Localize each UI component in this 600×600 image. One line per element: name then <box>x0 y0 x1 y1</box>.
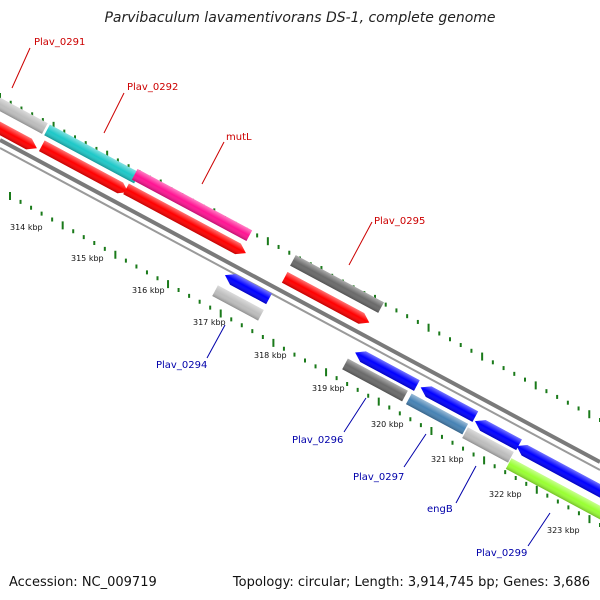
cds-plav-0295[interactable] <box>281 272 372 328</box>
tick-label-318: 318 kbp <box>254 351 287 360</box>
gene-plav-0295[interactable] <box>290 255 384 313</box>
leader-line-mutl <box>201 141 225 185</box>
cds-plav-0292[interactable] <box>38 140 131 198</box>
leader-line-plav-0292 <box>103 92 125 134</box>
cds-plav-0291-shade <box>0 118 37 150</box>
gene-label-plav-0299[interactable]: Plav_0299 <box>476 548 527 559</box>
cds-plav-0297-shade <box>420 386 479 422</box>
gene-label-plav-0294[interactable]: Plav_0294 <box>156 360 207 371</box>
gene-plav-0294[interactable] <box>212 285 264 321</box>
gene-features <box>0 90 600 522</box>
leader-line-plav-0299 <box>527 512 551 547</box>
cds-engb[interactable] <box>472 416 522 451</box>
gene-label-plav-0291[interactable]: Plav_0291 <box>34 37 85 48</box>
gene-label-plav-0296[interactable]: Plav_0296 <box>292 435 343 446</box>
genome-backbone <box>0 138 600 471</box>
cds-plav-0297[interactable] <box>418 382 479 422</box>
tick-label-322: 322 kbp <box>489 490 522 499</box>
tick-label-319: 319 kbp <box>312 384 345 393</box>
tick-label-317: 317 kbp <box>193 318 226 327</box>
leader-line-plav-0297 <box>403 433 427 468</box>
backbone-line-shadow <box>0 147 600 471</box>
cds-plav-0294[interactable] <box>222 270 272 305</box>
gene-mutl[interactable] <box>131 168 253 242</box>
gene-label-plav-0297[interactable]: Plav_0297 <box>353 472 404 483</box>
tick-label-320: 320 kbp <box>371 420 404 429</box>
cds-plav-0296[interactable] <box>352 347 420 391</box>
tick-label-321: 321 kbp <box>431 455 464 464</box>
accession-text: Accession: NC_009719 <box>9 575 157 590</box>
gene-plav-0296-shade <box>342 358 408 402</box>
gene-label-plav-0295[interactable]: Plav_0295 <box>374 216 425 227</box>
leader-line-plav-0294 <box>206 324 226 359</box>
gene-plav-0297-shade <box>405 393 469 435</box>
gene-plav-0292[interactable] <box>44 124 140 184</box>
leader-line-plav-0296 <box>343 397 367 433</box>
gene-plav-0297[interactable] <box>405 393 469 435</box>
cds-mutl-shade <box>123 183 246 255</box>
tick-label-316: 316 kbp <box>132 286 165 295</box>
cds-engb-shade <box>474 420 522 451</box>
cds-plav-0294-shade <box>224 274 272 305</box>
gene-plav-0294-shade <box>212 285 264 321</box>
cds-plav-0296-shade <box>355 351 420 391</box>
leader-line-plav-0291 <box>11 47 31 89</box>
cds-plav-0295-shade <box>281 272 370 324</box>
map-title: Parvibaculum lavamentivorans DS-1, compl… <box>104 10 495 26</box>
gene-label-plav-0292[interactable]: Plav_0292 <box>127 82 178 93</box>
gene-label-engb[interactable]: engB <box>427 504 453 515</box>
tick-label-315: 315 kbp <box>71 254 104 263</box>
gene-plav-0295-shade <box>290 255 384 313</box>
gene-plav-0299-shade <box>505 458 600 522</box>
gene-label-mutl[interactable]: mutL <box>226 132 252 143</box>
cds-plav-0299-shade <box>516 444 600 504</box>
tick-labels: 314 kbp 315 kbp 316 kbp 317 kbp 318 kbp … <box>10 223 580 535</box>
cds-plav-0291[interactable] <box>0 118 40 153</box>
cds-plav-0299[interactable] <box>514 441 600 504</box>
leader-line-engb <box>455 465 477 504</box>
leader-line-plav-0295 <box>348 221 373 266</box>
cds-mutl[interactable] <box>123 183 249 259</box>
tick-label-323: 323 kbp <box>547 526 580 535</box>
genome-summary-text: Topology: circular; Length: 3,914,745 bp… <box>232 575 590 590</box>
tick-label-314: 314 kbp <box>10 223 43 232</box>
gene-plav-0299[interactable] <box>505 458 600 522</box>
gene-engb-shade <box>462 427 514 463</box>
backbone-line-forward <box>0 138 600 464</box>
gene-plav-0292-shade <box>44 124 140 184</box>
gene-plav-0291[interactable] <box>0 90 48 134</box>
gene-plav-0291-shade <box>0 90 48 134</box>
gene-labels: Plav_0291 Plav_0292 mutL Plav_0295 Plav_… <box>11 37 551 559</box>
cds-plav-0292-shade <box>38 140 129 194</box>
gene-plav-0296[interactable] <box>342 358 408 402</box>
gene-engb[interactable] <box>462 427 514 463</box>
gene-mutl-shade <box>131 168 253 242</box>
